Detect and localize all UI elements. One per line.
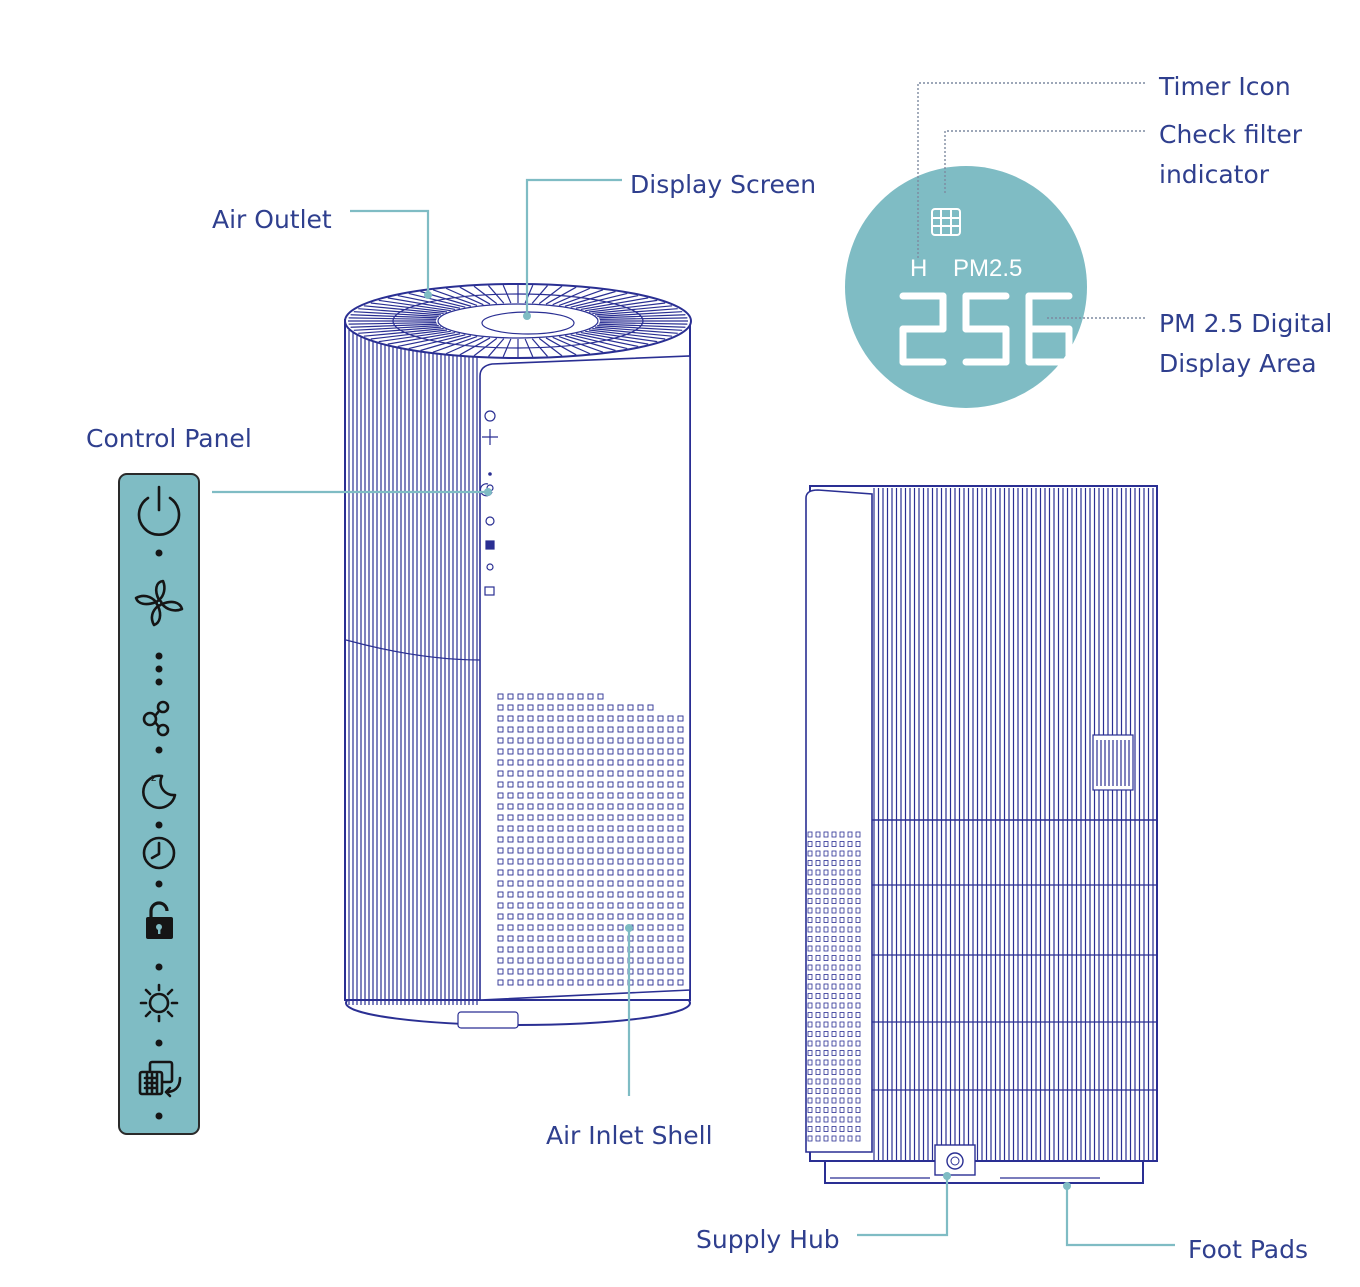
leader-lines <box>212 82 1175 1247</box>
label-pm-area-1: PM 2.5 Digital <box>1159 309 1332 338</box>
auto-mode-icon <box>142 700 170 737</box>
fan-icon <box>134 579 184 627</box>
label-air-inlet-shell: Air Inlet Shell <box>546 1121 713 1150</box>
label-check-filter-2: indicator <box>1159 160 1270 189</box>
label-foot-pads: Foot Pads <box>1188 1235 1308 1264</box>
label-timer-icon: Timer Icon <box>1158 72 1291 101</box>
front-panel <box>479 355 691 1001</box>
pm-value-text: 256 <box>1250 199 1252 201</box>
label-supply-hub: Supply Hub <box>696 1225 840 1254</box>
pm-value-digits <box>899 292 1073 366</box>
label-control-panel: Control Panel <box>86 424 252 453</box>
side-front-panel <box>805 489 873 1153</box>
side-unit <box>805 485 1158 1184</box>
side-body-stripes <box>873 488 1154 1160</box>
timer-icon <box>142 836 176 870</box>
power-icon <box>137 485 181 536</box>
lock-icon <box>146 901 173 939</box>
check-filter-icon <box>931 208 961 236</box>
labels: Air Outlet Display Screen Control Panel … <box>86 72 1332 1264</box>
control-panel: z <box>118 473 200 1135</box>
mode-indicator: H <box>910 255 927 282</box>
label-air-outlet: Air Outlet <box>212 205 332 234</box>
display-closeup: H PM2.5 256 <box>845 166 1252 408</box>
air-inlet-shell-grid <box>497 693 684 986</box>
label-pm-area-2: Display Area <box>1159 349 1317 378</box>
pm-unit-label: PM2.5 <box>953 255 1022 282</box>
fan-speed-dots-icon <box>155 652 163 686</box>
sleep-icon: z <box>142 773 177 810</box>
filter-reset-icon <box>138 1060 182 1098</box>
brightness-icon <box>139 983 179 1023</box>
label-display-screen: Display Screen <box>630 170 816 199</box>
front-unit <box>344 283 692 1029</box>
svg-text:z: z <box>151 773 156 784</box>
side-inlet-grid <box>807 831 861 1142</box>
label-check-filter-1: Check filter <box>1159 120 1303 149</box>
front-body-stripes <box>348 330 478 1005</box>
